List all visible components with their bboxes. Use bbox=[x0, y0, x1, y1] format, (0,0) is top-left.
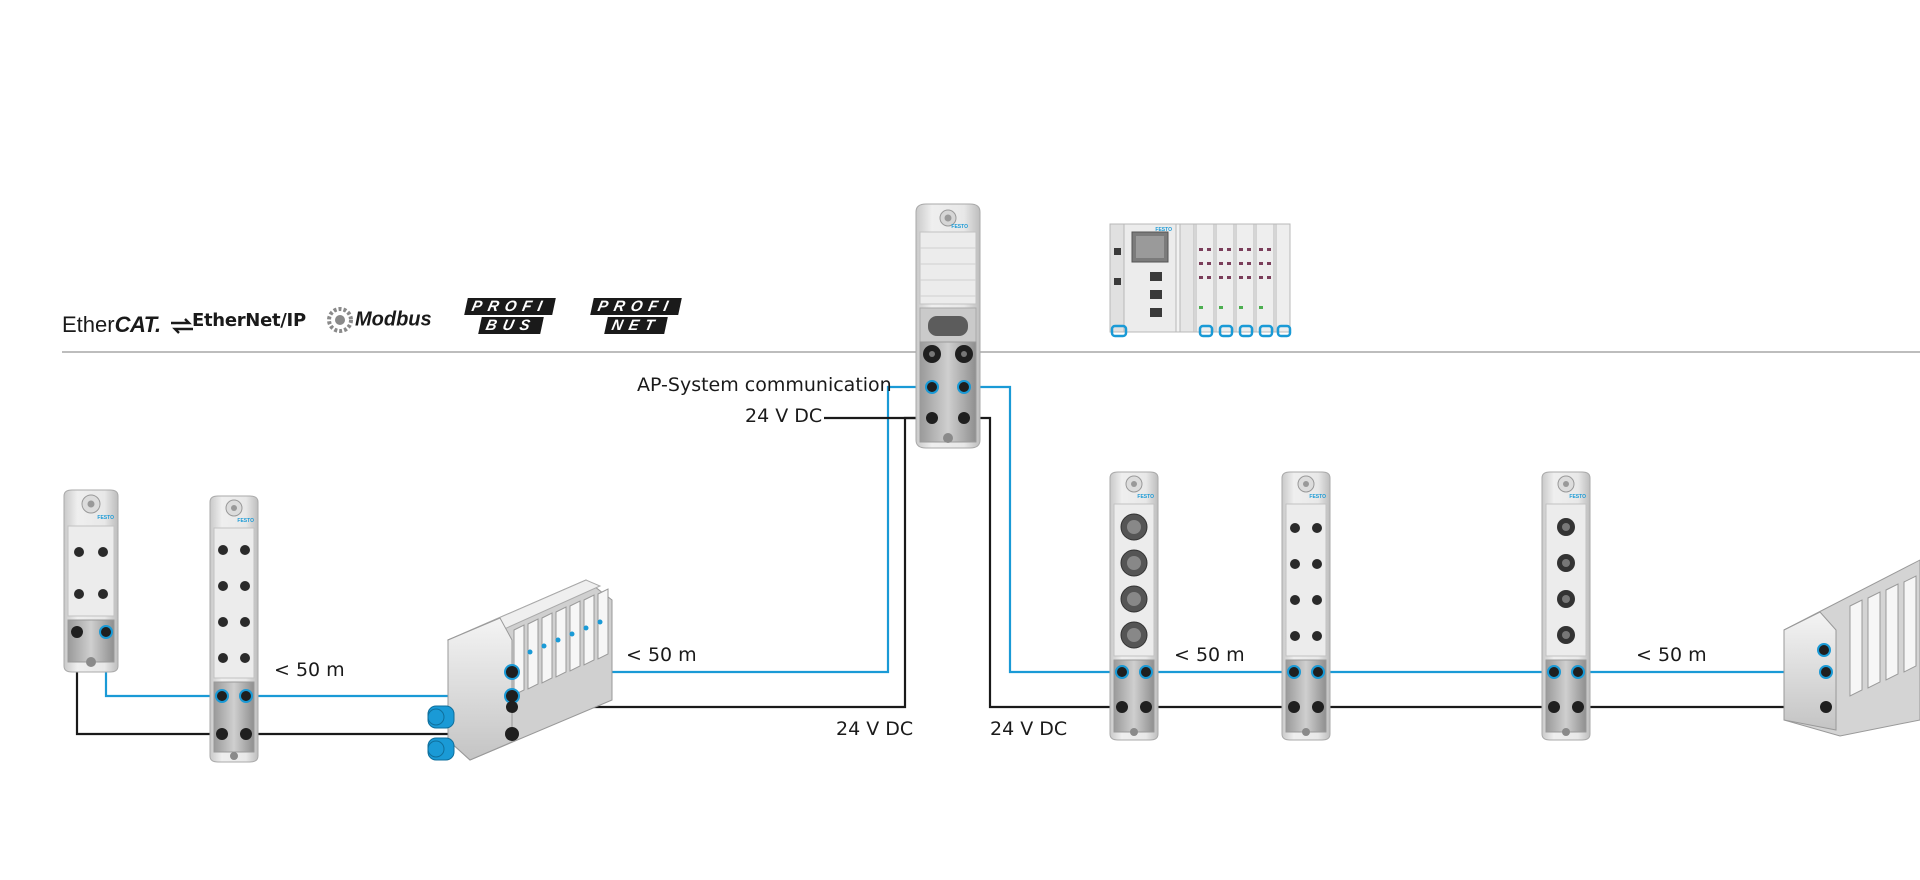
power-cable-right bbox=[966, 416, 1120, 709]
controller-brand: FESTO bbox=[1155, 227, 1172, 233]
comm-cable-left bbox=[104, 632, 222, 698]
ethercat-logo: EtherCAT. bbox=[62, 312, 195, 338]
svg-text:FESTO: FESTO bbox=[237, 518, 254, 524]
modbus-logo: Modbus bbox=[326, 306, 432, 334]
ethernetip-logo: EtherNet/IP bbox=[192, 310, 306, 331]
svg-text:FESTO: FESTO bbox=[1137, 494, 1154, 500]
io-module-m8-b[interactable]: FESTO bbox=[1281, 471, 1331, 741]
profinet-logo: PROFI NET bbox=[590, 296, 692, 336]
modbus-gear-icon bbox=[327, 307, 353, 333]
dc-label-top: 24 V DC bbox=[745, 405, 823, 427]
io-module-m12-c[interactable]: FESTO bbox=[1541, 471, 1591, 741]
profibus-logo: PROFI BUS bbox=[464, 296, 566, 336]
valve-terminal-left[interactable] bbox=[427, 579, 613, 761]
profibus-bottom: BUS bbox=[478, 317, 544, 334]
valve-terminal-right[interactable] bbox=[1783, 559, 1920, 737]
io-module-left[interactable]: FESTO bbox=[209, 495, 259, 763]
ethercat-suffix: CAT. bbox=[114, 312, 162, 337]
distance-label-4: < 50 m bbox=[1636, 644, 1707, 666]
dc-label-bottom-right: 24 V DC bbox=[990, 718, 1068, 740]
dc-label-bottom-left: 24 V DC bbox=[836, 718, 914, 740]
comm-cable-right bbox=[966, 385, 1120, 674]
svg-text:FESTO: FESTO bbox=[97, 515, 114, 521]
io-module-m12-a[interactable]: FESTO bbox=[1109, 471, 1159, 741]
ethercat-prefix: Ether bbox=[62, 312, 115, 337]
distance-label-2: < 50 m bbox=[626, 644, 697, 666]
distance-label-3: < 50 m bbox=[1174, 644, 1245, 666]
comm-cable-up bbox=[520, 385, 932, 674]
bus-node-brand: FESTO bbox=[951, 224, 968, 230]
ap-system-label: AP-System communication bbox=[637, 374, 892, 396]
profibus-top: PROFI bbox=[464, 298, 556, 315]
svg-text:FESTO: FESTO bbox=[1569, 494, 1586, 500]
ethercat-arrows-icon bbox=[170, 318, 193, 335]
svg-text:FESTO: FESTO bbox=[1309, 494, 1326, 500]
profinet-top: PROFI bbox=[590, 298, 682, 315]
pneumatic-fittings bbox=[427, 705, 455, 761]
bus-node-device[interactable]: FESTO bbox=[915, 203, 981, 449]
io-module-small[interactable]: FESTO bbox=[63, 489, 119, 673]
controller-device[interactable]: FESTO bbox=[1109, 223, 1292, 338]
modbus-text: Modbus bbox=[355, 308, 432, 331]
power-cables bbox=[75, 416, 1920, 736]
distance-label-1: < 50 m bbox=[274, 659, 345, 681]
profinet-bottom: NET bbox=[604, 317, 668, 334]
